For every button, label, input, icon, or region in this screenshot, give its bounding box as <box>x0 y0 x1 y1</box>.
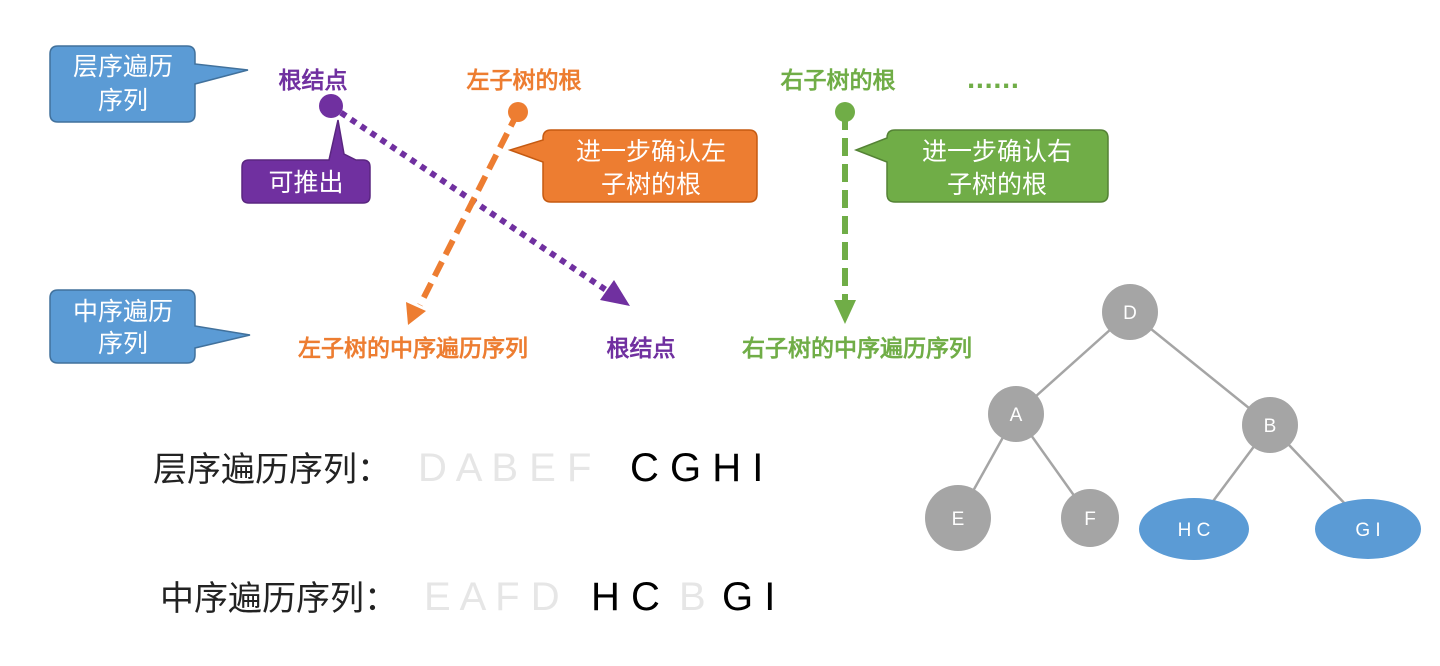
callout-level-order: 层序遍历 序列 <box>49 45 249 123</box>
tree-node-gi: G I <box>1315 499 1421 559</box>
tree-node-hc: H C <box>1139 498 1249 560</box>
callout-in-order-line1: 中序遍历 <box>73 297 173 326</box>
in-order-sequence-label: 中序遍历序列： <box>160 579 398 619</box>
tree-node-f: F <box>1061 489 1119 547</box>
arrow-left-root-to-left-inorder <box>406 102 528 325</box>
callout-right-confirm-line2: 子树的根 <box>947 170 1047 199</box>
callout-level-order-line2: 序列 <box>98 86 148 115</box>
svg-text:B: B <box>1264 416 1277 437</box>
callout-left-confirm: 进一步确认左 子树的根 <box>507 129 758 203</box>
callout-right-confirm-line1: 进一步确认右 <box>922 137 1072 166</box>
in-order-sequence-dim-1: E A F D <box>424 575 560 619</box>
callout-in-order-line2: 序列 <box>98 329 148 358</box>
tree-node-b: B <box>1242 397 1298 453</box>
svg-text:G I: G I <box>1355 520 1380 541</box>
svg-text:A: A <box>1010 405 1023 426</box>
callout-left-confirm-line1: 进一步确认左 <box>576 137 726 166</box>
callout-level-order-line1: 层序遍历 <box>73 52 173 81</box>
tree-node-d: D <box>1102 284 1158 340</box>
svg-text:F: F <box>1084 509 1096 530</box>
level-order-sequence-dark: C G H I <box>630 446 763 490</box>
callout-left-confirm-line2: 子树的根 <box>601 170 701 199</box>
tree-edge-d-b <box>1129 311 1271 426</box>
svg-text:D: D <box>1123 303 1137 324</box>
level-order-sequence-label: 层序遍历序列： <box>153 450 391 490</box>
in-order-sequence-dark-1: H C <box>591 575 660 619</box>
level-order-sequence-dim: D A B E F <box>418 446 591 490</box>
bottom-left-inorder-label: 左子树的中序遍历序列 <box>298 335 528 362</box>
in-order-sequence-dark-2: G I <box>722 575 775 619</box>
arrow-root-to-root <box>319 94 630 306</box>
callout-in-order: 中序遍历 序列 <box>49 289 251 364</box>
top-ellipsis: ...... <box>967 68 1019 94</box>
arrow-right-root-to-right-inorder <box>834 102 856 324</box>
level-order-sequence: 层序遍历序列： D A B E F C G H I <box>153 446 763 490</box>
callout-derive: 可推出 <box>241 119 371 204</box>
tree-node-e: E <box>925 485 991 551</box>
svg-text:H C: H C <box>1178 520 1211 541</box>
callout-derive-text: 可推出 <box>268 168 343 197</box>
bottom-right-inorder-label: 右子树的中序遍历序列 <box>742 335 972 362</box>
tree-node-a: A <box>988 386 1044 442</box>
svg-text:E: E <box>952 509 965 530</box>
binary-tree: D A B E F H C G I <box>925 284 1421 560</box>
callout-right-confirm: 进一步确认右 子树的根 <box>853 129 1109 203</box>
bottom-root-label: 根结点 <box>607 336 676 362</box>
top-root-label: 根结点 <box>279 68 348 94</box>
top-left-root-label: 左子树的根 <box>467 67 582 94</box>
in-order-sequence-dim-2: B <box>679 575 706 619</box>
in-order-sequence: 中序遍历序列： E A F D H C B G I <box>160 575 775 619</box>
top-right-root-label: 右子树的根 <box>781 67 896 94</box>
